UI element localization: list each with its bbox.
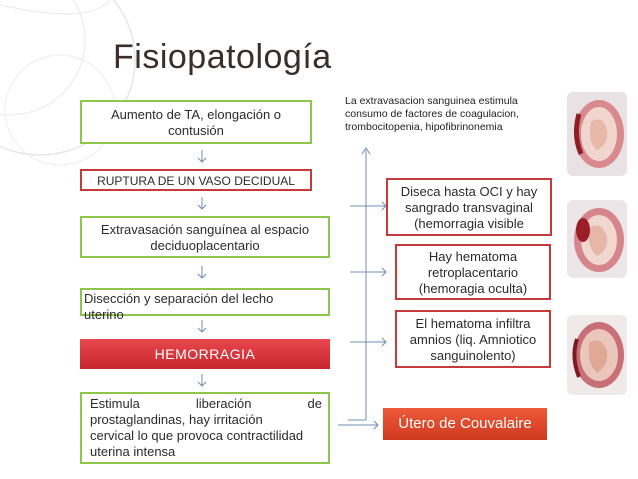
right-arrow-icon xyxy=(338,420,380,430)
visible-hemorrhage-line-2: sangrado transvaginal xyxy=(388,200,550,216)
down-arrow-icon xyxy=(197,197,207,211)
hidden-hemorrhage-line-1: Hay hematoma xyxy=(397,249,549,265)
amnios-infiltration-line-3: sanguinolento) xyxy=(397,348,549,364)
coagulation-note-line-1: La extravasacion sanguinea estimula xyxy=(345,95,550,108)
down-arrow-icon xyxy=(197,320,207,334)
dissection-box: Disección y separación del lecho uterino xyxy=(80,288,330,316)
prostaglandin-line-1: Estimula liberación de xyxy=(90,396,322,412)
coagulation-note: La extravasacion sanguinea estimula cons… xyxy=(345,95,550,134)
coagulation-note-line-2: consumo de factores de coagulacion, xyxy=(345,108,550,121)
cause-line-2: contusión xyxy=(82,123,310,139)
prostaglandin-word-3: de xyxy=(308,396,322,412)
visible-hemorrhage-box: Diseca hasta OCI y hay sangrado transvag… xyxy=(386,178,552,236)
uterus-illustration xyxy=(567,92,627,176)
vessel-rupture-box: RUPTURA DE UN VASO DECIDUAL xyxy=(80,169,312,191)
amnios-infiltration-line-2: amnios (liq. Amniotico xyxy=(397,332,549,348)
prostaglandin-box: Estimula liberación de prostaglandinas, … xyxy=(80,392,330,464)
visible-hemorrhage-line-3: (hemorragia visible xyxy=(388,216,550,232)
amnios-infiltration-line-1: El hematoma infiltra xyxy=(397,316,549,332)
uterus-illustration xyxy=(567,200,627,278)
down-arrow-icon xyxy=(197,266,207,280)
cause-box: Aumento de TA, elongación o contusión xyxy=(80,100,312,144)
extravasation-box: Extravasación sanguínea al espacio decid… xyxy=(80,216,330,258)
cause-line-1: Aumento de TA, elongación o xyxy=(82,107,310,123)
down-arrow-icon xyxy=(197,150,207,164)
prostaglandin-line-2: prostaglandinas, hay irritación xyxy=(90,412,322,428)
hidden-hemorrhage-line-3: (hemoragia oculta) xyxy=(397,281,549,297)
hidden-hemorrhage-line-2: retroplacentario xyxy=(397,265,549,281)
coagulation-note-line-3: trombocitopenia, hipofibrinonemia xyxy=(345,121,550,134)
hidden-hemorrhage-box: Hay hematoma retroplacentario (hemoragia… xyxy=(395,244,551,300)
page-title: Fisiopatología xyxy=(113,38,332,77)
amnios-infiltration-box: El hematoma infiltra amnios (liq. Amniot… xyxy=(395,310,551,368)
extravasation-line-1: Extravasación sanguínea al espacio xyxy=(82,222,328,238)
hemorrhage-box: HEMORRAGIA xyxy=(80,339,330,369)
uterus-illustration xyxy=(567,315,627,395)
prostaglandin-word-2: liberación xyxy=(196,396,252,412)
dissection-line-1: Disección y separación del lecho xyxy=(84,291,328,307)
visible-hemorrhage-line-1: Diseca hasta OCI y hay xyxy=(388,184,550,200)
extravasation-line-2: deciduoplacentario xyxy=(82,238,328,254)
down-arrow-icon xyxy=(197,374,207,388)
vessel-rupture-text: RUPTURA DE UN VASO DECIDUAL xyxy=(82,173,310,189)
couvelaire-uterus-box: Útero de Couvalaire xyxy=(383,408,547,440)
prostaglandin-line-4: uterina intensa xyxy=(90,444,322,460)
prostaglandin-word-1: Estimula xyxy=(90,396,140,412)
prostaglandin-line-3: cervical lo que provoca contractilidad xyxy=(90,428,322,444)
